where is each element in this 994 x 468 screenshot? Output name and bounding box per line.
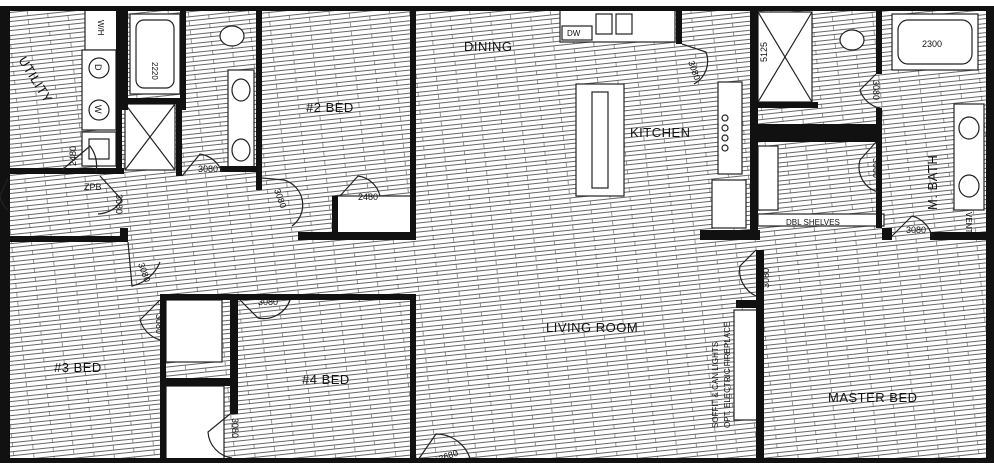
label-bed2: #2 BED [306,100,354,115]
label-dbl-shelves: DBL SHELVES [786,218,840,227]
utility-sink [81,131,117,167]
label-vent: VENT [964,212,973,233]
refrigerator [711,179,747,229]
door-3080-bed3: 3080 [154,314,164,334]
door-3080-master: 3080 [761,268,771,288]
sink-bath2-a [231,78,251,102]
door-3080-mbath-top: 3080 [871,80,881,100]
label-soffit: SOFFIT & CAN LIGHTS [711,342,720,428]
vanity-master [953,103,985,211]
water-heater-area [84,9,119,51]
door-3080-bath: 3080 [198,164,218,174]
label-dryer: D [93,64,103,71]
tub-small [129,13,181,95]
tub-master [891,13,979,71]
door-3080-mbath-bottom: 3080 [906,225,926,235]
label-master: MASTER BED [828,390,918,405]
closet-bed3-lower [165,385,225,463]
label-zpb: ZPB [84,182,102,192]
vanity-bath2 [227,69,255,171]
label-dining: DINING [464,39,513,54]
label-tub-master: 2300 [922,39,942,49]
label-living: LIVING ROOM [546,320,638,335]
tub-small-inner [135,19,175,89]
door-3080-mbath-mid: 3080 [871,158,881,178]
dishwasher-box [561,25,593,41]
label-fireplace: OPT. ELECTRIC FIREPLACE [723,322,732,428]
label-kitchen: KITCHEN [630,125,691,140]
toilet-small [219,25,245,47]
door-2480-closet: 2480 [358,192,378,202]
label-bed4: #4 BED [302,372,350,387]
pantry-shelves [757,145,779,211]
label-shower-master: 5125 [759,42,769,62]
door-3080-zpb: 3080 [114,194,124,214]
door-swings [0,43,933,461]
label-washer: W [93,105,103,114]
door-3080-bed4-closet: 3080 [230,418,240,438]
washer-dryer-area [81,49,117,131]
label-bed3: #3 BED [54,360,102,375]
fireplace-soffit [733,309,759,421]
label-dishwasher: DW [567,29,581,38]
kitchen-island [575,83,625,197]
closet-bed3-upper [165,299,223,363]
sink-bath2-b [231,138,251,162]
toilet-master [839,29,865,51]
closet-bed2 [335,195,413,237]
label-m-bath: M. BATH [925,155,940,210]
door-3080-bed4-top: 3080 [258,297,278,307]
door-2480-left: 2480 [68,146,78,166]
label-tub-small: 2220 [150,62,159,80]
label-water-heater: W/H [96,20,105,36]
